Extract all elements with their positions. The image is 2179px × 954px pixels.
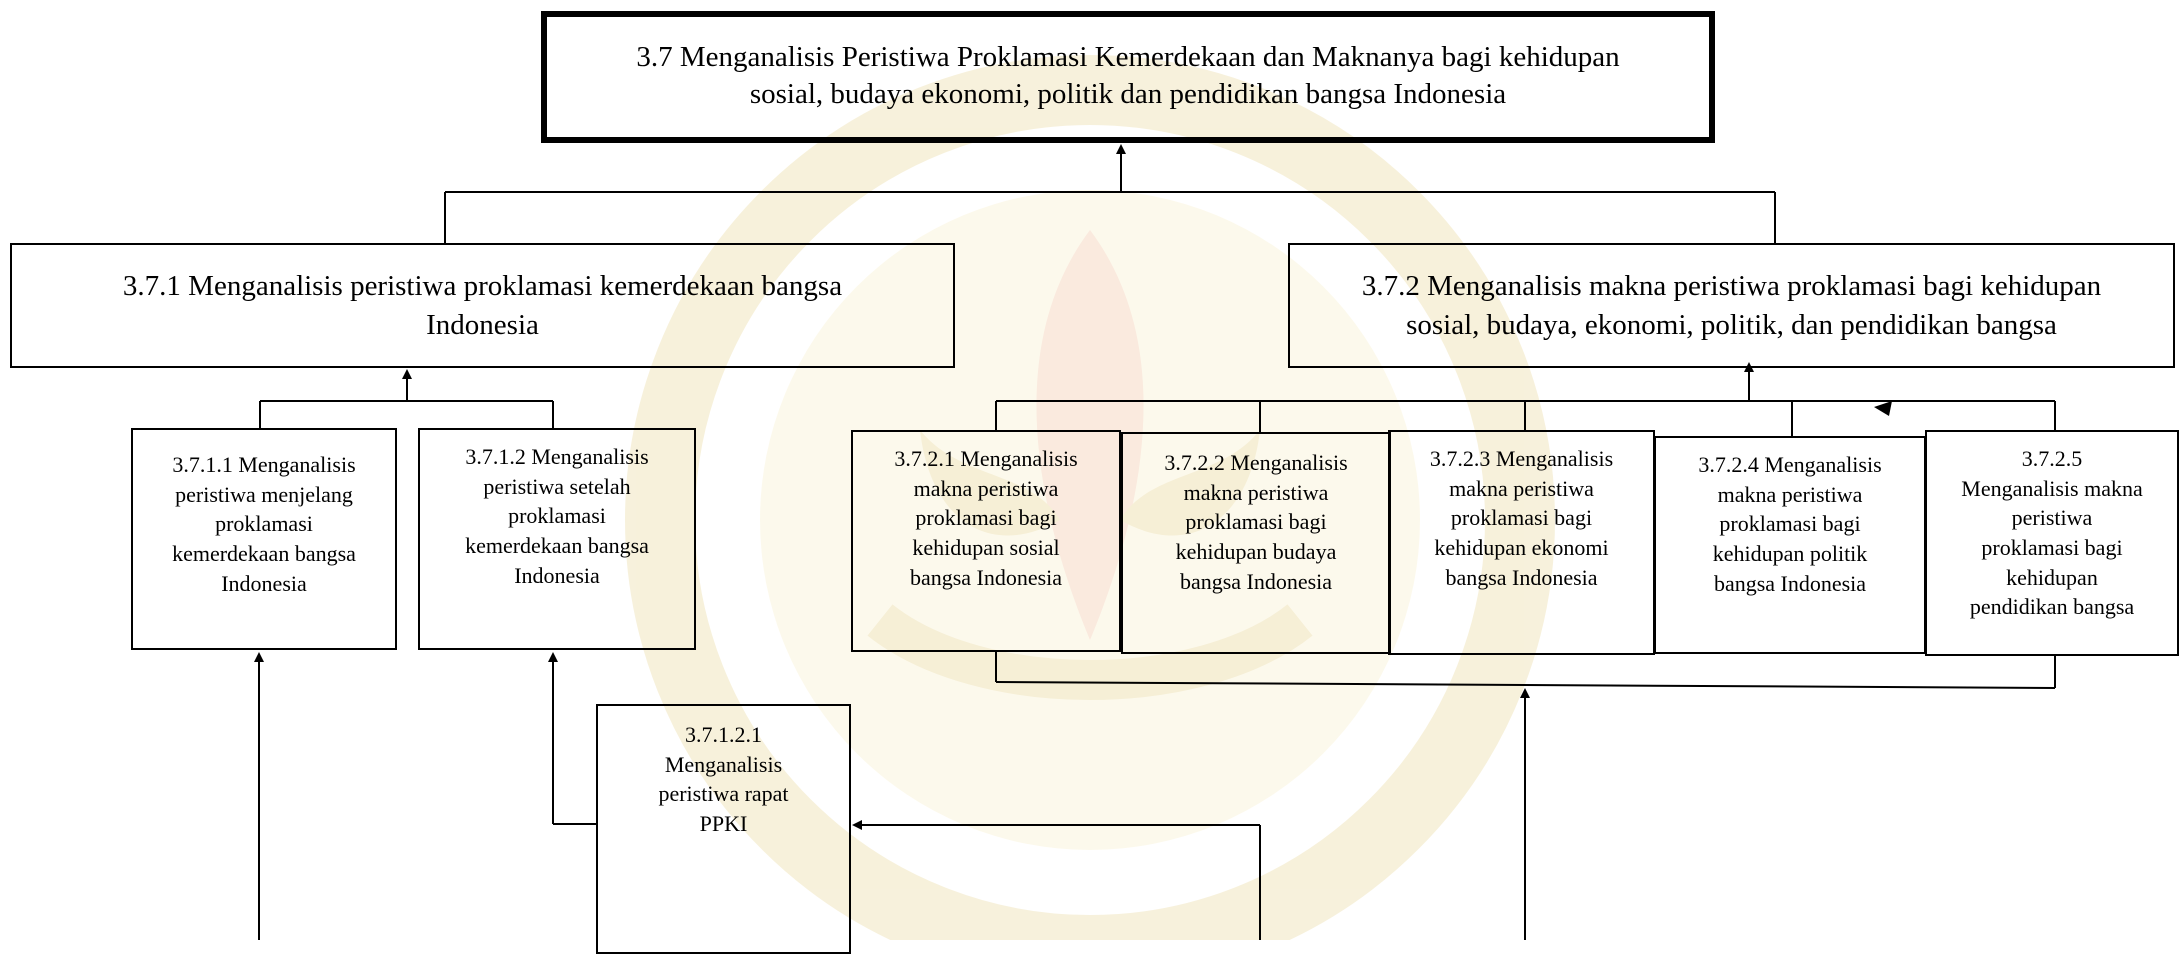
- node-3-7-1-1-line-3: proklamasi: [215, 511, 313, 537]
- node-3-7-1-2-line-5: Indonesia: [514, 562, 600, 588]
- node-3-7-2-1-line-3: proklamasi bagi: [915, 505, 1057, 531]
- stray-arrowhead: [1874, 401, 1892, 416]
- node-3-7-2-5-line-2: Menganalisis makna: [1961, 475, 2143, 501]
- node-3-7-2: 3.7.2 Menganalisis makna peristiwa prokl…: [1288, 243, 2175, 368]
- node-3-7-2-4-line-1: 3.7.2.4 Menganalisis: [1698, 452, 1882, 477]
- node-3-7-1-2-1-line-1: 3.7.1.2.1: [685, 722, 762, 747]
- node-3-7-2-line-1: 3.7.2 Menganalisis makna peristiwa prokl…: [1361, 270, 2102, 302]
- node-3-7-2-1-line-1: 3.7.2.1 Menganalisis: [894, 446, 1078, 471]
- node-3-7-root: 3.7 Menganalisis Peristiwa Proklamasi Ke…: [541, 11, 1715, 143]
- node-3-7-1-2-line-1: 3.7.1.2 Menganalisis: [465, 444, 649, 469]
- node-3-7-1-2-1-line-2: Menganalisis: [664, 751, 783, 777]
- node-3-7-2-3: 3.7.2.3 Menganalisis makna peristiwa pro…: [1388, 430, 1655, 655]
- node-3-7-2-2-line-5: bangsa Indonesia: [1179, 568, 1333, 594]
- node-3-7-2-3-line-4: kehidupan ekonomi: [1434, 535, 1609, 561]
- node-3-7-1-line-2: Indonesia: [426, 309, 539, 342]
- node-3-7-1-2-1: 3.7.1.2.1 Menganalisis peristiwa rapat P…: [596, 704, 851, 954]
- node-3-7-2-2-line-4: kehidupan budaya: [1175, 539, 1337, 565]
- node-3-7-2-5-line-1: 3.7.2.5: [2021, 446, 2083, 471]
- node-3-7-2-4-line-4: kehidupan politik: [1712, 541, 1868, 567]
- node-3-7-2-4-line-3: proklamasi bagi: [1719, 511, 1861, 537]
- node-3-7-2-4-line-5: bangsa Indonesia: [1713, 570, 1867, 596]
- node-3-7-2-2-line-2: makna peristiwa: [1183, 479, 1329, 505]
- bottom-bracket-bar: [995, 681, 2056, 689]
- node-3-7-1-2-line-3: proklamasi: [508, 503, 606, 529]
- node-3-7-2-5-line-6: pendidikan bangsa: [1969, 594, 2135, 620]
- node-3-7-2-2-line-3: proklamasi bagi: [1185, 509, 1327, 535]
- node-3-7-2-1-line-2: makna peristiwa: [913, 475, 1059, 501]
- node-3-7-1-2-1-line-3: peristiwa rapat: [658, 781, 789, 807]
- node-3-7-2-1: 3.7.2.1 Menganalisis makna peristiwa pro…: [851, 430, 1121, 652]
- node-3-7-2-3-line-5: bangsa Indonesia: [1445, 564, 1598, 590]
- node-3-7-line-1: 3.7 Menganalisis Peristiwa Proklamasi Ke…: [636, 41, 1620, 73]
- node-3-7-2-5: 3.7.2.5 Menganalisis makna peristiwa pro…: [1925, 430, 2179, 656]
- node-3-7-2-3-line-1: 3.7.2.3 Menganalisis: [1429, 446, 1614, 471]
- node-3-7-1-2-1-line-4: PPKI: [699, 811, 748, 837]
- node-3-7-2-3-line-2: makna peristiwa: [1449, 475, 1594, 501]
- node-3-7-2-1-line-4: kehidupan sosial: [912, 535, 1060, 561]
- node-3-7-2-5-line-5: kehidupan: [2006, 564, 2098, 590]
- node-3-7-1-2-line-4: kemerdekaan bangsa: [465, 533, 649, 559]
- node-3-7-1-1-line-2: peristiwa menjelang: [175, 481, 353, 507]
- node-3-7-1-1-line-4: kemerdekaan bangsa: [172, 541, 356, 567]
- node-3-7-2-5-line-3: peristiwa: [2011, 505, 2093, 531]
- node-3-7-2-line-2: sosial, budaya, ekonomi, politik, dan pe…: [1406, 309, 2057, 342]
- node-3-7-2-1-line-5: bangsa Indonesia: [909, 564, 1063, 590]
- node-3-7-1-1: 3.7.1.1 Menganalisis peristiwa menjelang…: [131, 428, 397, 650]
- node-3-7-1-1-line-5: Indonesia: [221, 570, 307, 596]
- node-3-7-2-4: 3.7.2.4 Menganalisis makna peristiwa pro…: [1654, 436, 1926, 654]
- node-3-7-2-2: 3.7.2.2 Menganalisis makna peristiwa pro…: [1121, 432, 1391, 654]
- node-3-7-1-2-line-2: peristiwa setelah: [483, 473, 631, 499]
- node-3-7-1: 3.7.1 Menganalisis peristiwa proklamasi …: [10, 243, 955, 368]
- node-3-7-1-1-line-1: 3.7.1.1 Menganalisis: [172, 452, 356, 477]
- node-3-7-2-5-line-4: proklamasi bagi: [1981, 535, 2123, 561]
- node-3-7-1-line-1: 3.7.1 Menganalisis peristiwa proklamasi …: [122, 270, 843, 302]
- node-3-7-2-3-line-3: proklamasi bagi: [1450, 505, 1593, 531]
- node-3-7-2-2-line-1: 3.7.2.2 Menganalisis: [1164, 450, 1348, 475]
- node-3-7-1-2: 3.7.1.2 Menganalisis peristiwa setelah p…: [418, 428, 696, 650]
- node-3-7-line-2: sosial, budaya ekonomi, politik dan pend…: [749, 78, 1507, 111]
- node-3-7-2-4-line-2: makna peristiwa: [1717, 481, 1863, 507]
